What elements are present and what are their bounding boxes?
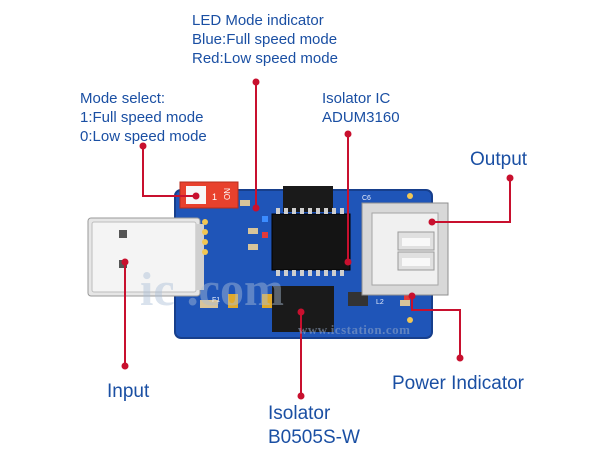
isolator-module-line-2: B0505S-W — [268, 426, 360, 448]
mode-select-label: Mode select: 1:Full speed mode 0:Low spe… — [80, 90, 207, 146]
power-isolator-module — [272, 286, 334, 332]
mode-label-line-1: Mode select: — [80, 90, 166, 107]
dip-switch: 1 ON — [179, 181, 239, 209]
callout-lines — [124, 82, 511, 396]
isolator-module-line-1: Isolator — [268, 403, 331, 424]
mode-label-line-3: 0:Low speed mode — [80, 127, 207, 145]
watermark-logo: ic .com — [140, 263, 284, 316]
led-label-line-3: Red:Low speed mode — [192, 49, 338, 67]
silk-l2: L2 — [376, 299, 384, 306]
isolator-ic-line-1: Isolator IC — [322, 90, 391, 107]
silk-f1: F1 — [212, 297, 220, 304]
output-label: Output — [470, 149, 528, 170]
callout-dots — [121, 78, 514, 400]
input-label: Input — [107, 381, 150, 402]
power-indicator-label: Power Indicator — [392, 373, 525, 394]
watermark-url: www.icstation.com — [298, 322, 411, 337]
smd-components — [200, 193, 413, 323]
isolator-module-label: Isolator B0505S-W — [268, 402, 360, 450]
led-label-line-2: Blue:Full speed mode — [192, 30, 338, 48]
switch-mark-1: 1 — [212, 192, 217, 202]
usb-female-connector — [361, 202, 449, 296]
led-label-line-1: LED Mode indicator — [192, 12, 324, 29]
usb-male-connector — [87, 217, 204, 297]
switch-mark-on: ON — [223, 188, 232, 200]
mode-label-line-2: 1:Full speed mode — [80, 108, 204, 126]
led-mode-indicator-label: LED Mode indicator Blue:Full speed mode … — [192, 12, 338, 68]
silk-c6: C6 — [362, 195, 371, 202]
isolator-ic-label: Isolator IC ADUM3160 — [322, 90, 400, 128]
adum3160-chip — [271, 208, 351, 276]
isolator-ic-line-2: ADUM3160 — [322, 108, 400, 126]
power-isolator-module-top — [283, 186, 333, 212]
